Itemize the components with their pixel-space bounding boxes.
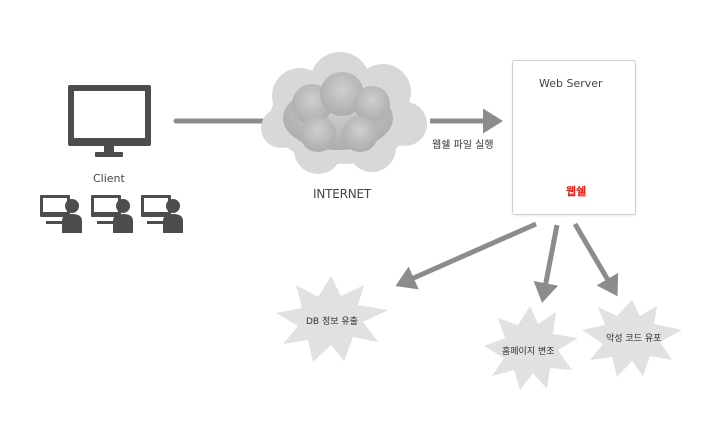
client-label: Client — [93, 172, 125, 185]
user-computer-icon — [91, 195, 133, 233]
cloud-icon — [261, 52, 427, 174]
user-computer-icon — [141, 195, 183, 233]
monitor-icon — [68, 85, 151, 157]
threat-db-label: DB 정보 유출 — [306, 317, 358, 327]
threat-arrow-malware — [572, 222, 619, 297]
threat-arrow-db — [395, 221, 538, 290]
execute-label: 웹쉘 파일 실행 — [432, 140, 494, 151]
threat-malware-label: 악성 코드 유포 — [606, 334, 662, 344]
threat-burst-db — [276, 276, 388, 362]
web-server-box — [512, 60, 636, 215]
threat-burst-homepage — [484, 306, 578, 390]
threat-burst-malware — [582, 300, 682, 377]
web-server-title: Web Server — [539, 77, 603, 90]
webshell-label: 웹쉘 — [566, 185, 587, 198]
threat-homepage-label: 홈페이지 변조 — [502, 347, 555, 357]
user-computer-icon — [40, 195, 82, 233]
internet-label: INTERNET — [313, 187, 372, 201]
threat-arrow-homepage — [533, 224, 560, 303]
